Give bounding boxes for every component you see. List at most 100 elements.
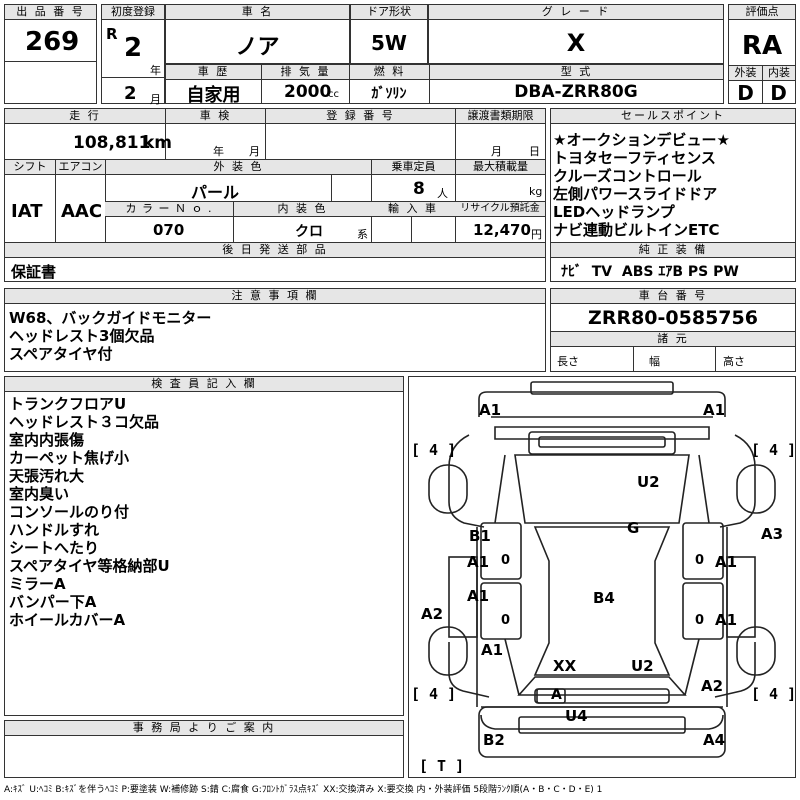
inspector-item: ミラーA [9, 575, 66, 593]
later-parts: 保証書 [11, 263, 57, 281]
score: RA [741, 31, 783, 61]
int-label: 内装 [762, 66, 795, 81]
mark-b1: B1 [469, 527, 491, 545]
car-name-box: 車 名 ノア [165, 4, 350, 64]
chassis-box: 車 台 番 号 ZRR80-0585756 諸 元 長さ 幅 高さ [550, 288, 796, 372]
mark-a1: A1 [703, 401, 726, 419]
mark-a1: A1 [467, 553, 490, 571]
insp-year-unit: 年 [213, 145, 224, 158]
dims-label: 諸 元 [551, 332, 795, 347]
chassis-label: 車 台 番 号 [551, 289, 795, 304]
year-unit: 年 [150, 64, 161, 77]
history: 自家用 [186, 85, 241, 106]
mark-zero: 0 [695, 553, 705, 568]
note-item: W68、バックガイドモニター [9, 309, 212, 327]
score-box: 評価点 RA 外装 内装 D D [728, 4, 796, 105]
mark-b4: B4 [593, 589, 615, 607]
inspector-item: コンソールのり付 [9, 503, 130, 521]
mark-zero: 0 [695, 613, 705, 628]
note-item: スペアタイヤ付 [9, 345, 113, 363]
tire-score: [ 4 ] [411, 685, 457, 703]
regno-label: 登 録 番 号 [265, 109, 455, 124]
ext-score: D [737, 81, 754, 105]
mileage: 108,811 [73, 133, 151, 153]
reg-year: 2 [124, 33, 143, 63]
mark-u4: U4 [565, 707, 588, 725]
color-number: 070 [153, 221, 185, 239]
mark-a1: A1 [715, 611, 738, 629]
tire-score: [ 4 ] [751, 685, 797, 703]
sales-box: セールスポイント ★オークションデビュー★ トヨタセーフティセンス クルーズコン… [550, 108, 796, 282]
inspector-item: 室内内張傷 [9, 431, 85, 449]
month-unit: 月 [150, 93, 161, 106]
car-name-label: 車 名 [166, 5, 349, 20]
score-label: 評価点 [729, 5, 795, 20]
transfer-day-unit: 日 [529, 145, 540, 158]
sales-item: ★オークションデビュー★ [553, 131, 730, 149]
transfer-label: 譲渡書類期限 [455, 109, 545, 124]
equipment: ﾅﾋﾞ TV ABS ｴｱB PS PW [561, 264, 739, 280]
mark-a3: A3 [761, 525, 784, 543]
tire-score: [ 4 ] [411, 441, 457, 459]
trunk-score: [ T ] [419, 757, 465, 775]
fuel: ｶﾞｿﾘﾝ [371, 86, 407, 102]
inspector-item: ハンドルすれ [9, 521, 100, 539]
reg-month: 2 [124, 83, 137, 104]
interior-color: クロ [295, 224, 323, 240]
mark-a1: A1 [715, 553, 738, 571]
mark-xx: XX [553, 657, 577, 675]
shift-label: シフト [5, 160, 55, 175]
inspector-item: 室内臭い [9, 485, 70, 503]
seats-label: 乗車定員 [371, 160, 455, 175]
mark-a: A [551, 687, 562, 703]
note-item: ヘッドレスト3個欠品 [9, 327, 155, 345]
notes-label: 注 意 事 項 欄 [5, 289, 545, 304]
inspector-item: スペアタイヤ等格納部U [9, 557, 170, 575]
legend: A:ｷｽﾞ U:ﾍｺﾐ B:ｷｽﾞを伴うﾍｺﾐ P:要塗装 W:補修跡 S:錆 … [4, 785, 603, 795]
mark-u2: U2 [637, 473, 660, 491]
history-box: 車 歴 排 気 量 燃 料 型 式 自家用 2000 cc ｶﾞｿﾘﾝ DBA-… [165, 64, 724, 106]
door-type: 5W [371, 31, 407, 55]
car-diagram [421, 381, 776, 775]
mark-zero: 0 [501, 613, 511, 628]
history-label: 車 歴 [166, 65, 261, 80]
displacement: 2000 [284, 82, 332, 102]
inspector-item: ホイールカバーA [9, 611, 126, 629]
mark-zero: 0 [501, 553, 511, 568]
inspector-item: ヘッドレスト３コ欠品 [9, 413, 160, 431]
load-label: 最大積載量 [455, 160, 545, 175]
lot-box: 出 品 番 号 269 [4, 4, 97, 104]
inspector-item: カーペット焦げ小 [9, 449, 130, 467]
colorno-label: カ ラ ー Ｎ ｏ . [105, 202, 233, 217]
inspector-item: バンパー下A [9, 593, 97, 611]
inspector-list: トランクフロアU ヘッドレスト３コ欠品 室内内張傷 カーペット焦げ小 天張汚れ大… [9, 395, 170, 629]
sales-item: トヨタセーフティセンス [553, 149, 716, 167]
fuel-label: 燃 料 [349, 65, 429, 80]
seats-unit: 人 [437, 187, 448, 200]
notes-list: W68、バックガイドモニター ヘッドレスト3個欠品 スペアタイヤ付 [9, 309, 211, 363]
sales-item: ナビ連動ビルトインETC [553, 221, 720, 239]
ac-label: エアコン [55, 160, 105, 175]
car-name: ノア [235, 35, 280, 60]
tire-score: [ 4 ] [751, 441, 797, 459]
car-diagram-box: A1 A1 [ 4 ] [ 4 ] U2 G A3 B1 A1 0 0 A1 A… [408, 376, 796, 778]
ext-label: 外装 [729, 66, 762, 81]
load-unit: kg [529, 185, 543, 198]
intcolor-unit: 系 [357, 228, 368, 241]
import-label: 輸 入 車 [371, 202, 455, 217]
sales-item: LEDヘッドランプ [553, 203, 675, 221]
mark-a2: A2 [701, 677, 724, 695]
seats: 8 [413, 179, 425, 199]
height-label: 高さ [723, 355, 745, 368]
door-box: ドア形状 5W [350, 4, 428, 64]
inspection-label: 車 検 [165, 109, 265, 124]
disp-label: 排 気 量 [261, 65, 349, 80]
int-score: D [770, 81, 787, 105]
lot-label: 出 品 番 号 [5, 5, 96, 20]
sales-item: 左側パワースライドドア [553, 185, 718, 203]
mark-u2: U2 [631, 657, 654, 675]
length-label: 長さ [557, 355, 579, 368]
equip-label: 純 正 装 備 [551, 243, 795, 258]
grade-box: グ レ ー ド X [428, 4, 724, 64]
lot-number: 269 [25, 27, 80, 57]
